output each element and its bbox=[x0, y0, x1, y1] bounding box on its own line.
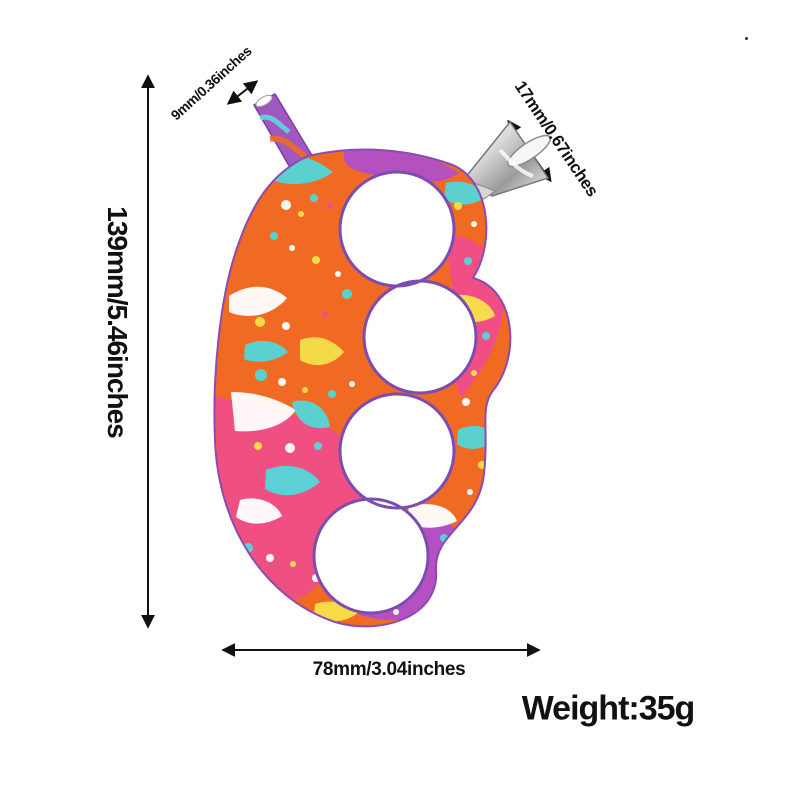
mouthpiece-dimension-line bbox=[226, 80, 259, 105]
width-label: 78mm/3.04inches bbox=[312, 659, 466, 680]
knuckle-body bbox=[213, 148, 512, 628]
height-label: 139mm/5.46inches bbox=[102, 206, 133, 438]
finger-hole-rims bbox=[312, 170, 478, 615]
small-dot-marker bbox=[745, 37, 748, 40]
weight-label: Weight:35g bbox=[521, 689, 696, 728]
